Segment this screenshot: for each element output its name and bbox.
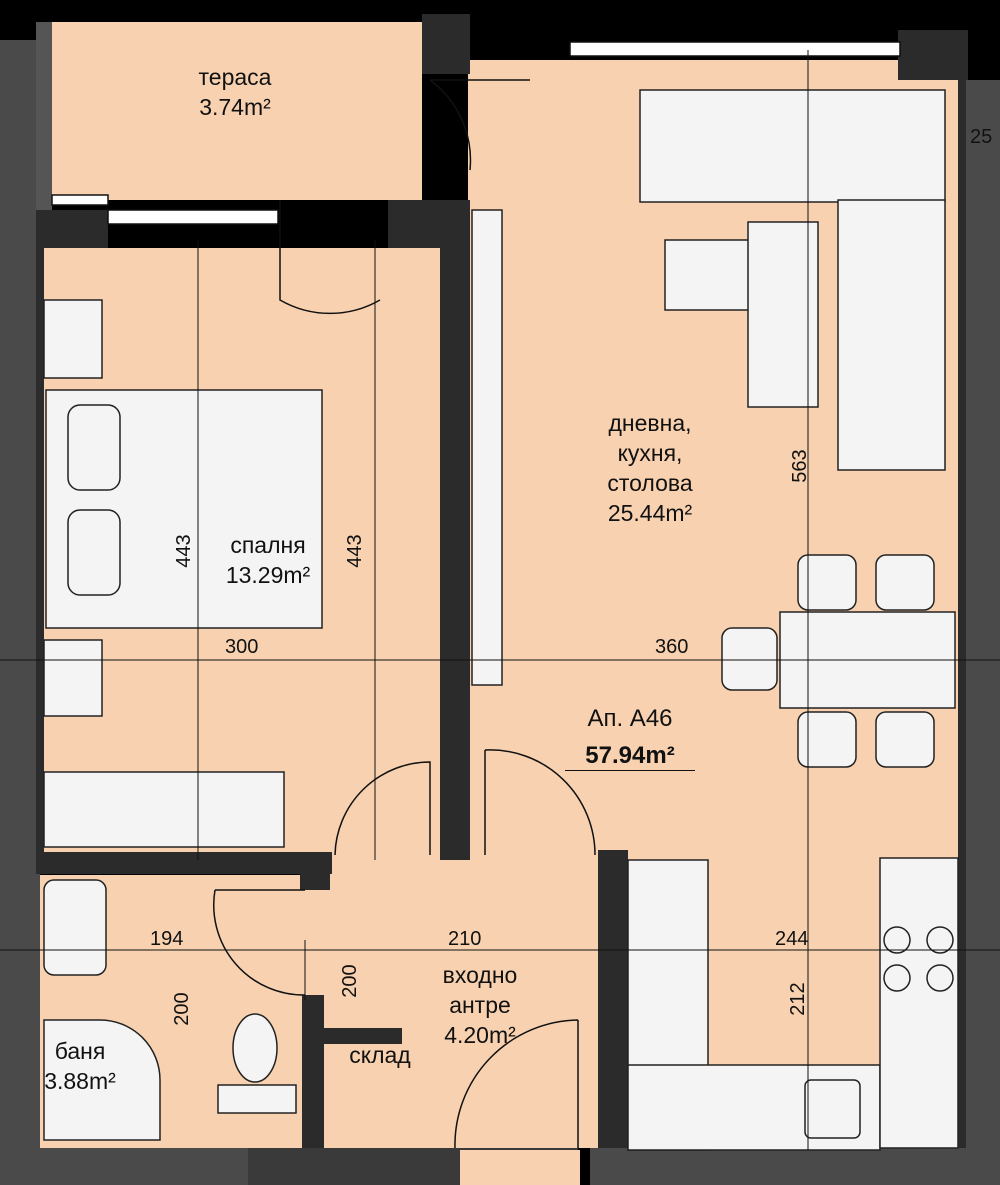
living-name-line3: столова — [607, 470, 693, 496]
entrance-door-gap — [460, 1150, 580, 1185]
door-bathroom — [212, 889, 306, 996]
chair-1 — [797, 554, 857, 611]
terrace-name: тераса — [198, 64, 272, 90]
living-name-line2: кухня, — [617, 440, 683, 466]
chair-3 — [797, 711, 857, 768]
dim-244: 244 — [775, 928, 809, 950]
chair-4 — [875, 711, 935, 768]
dim-200-left: 200 — [171, 992, 193, 1026]
hob-1 — [883, 926, 911, 954]
living-area: 25.44m² — [607, 500, 693, 526]
kitchen-counter-right — [879, 857, 959, 1149]
window-bedroom — [107, 209, 279, 225]
door-bedroom — [334, 761, 431, 856]
terrace-wall-right — [422, 14, 470, 74]
sofa-back — [639, 89, 946, 203]
partition-living-bedroom — [440, 200, 470, 860]
living-label: дневна, кухня, столова 25.44m² — [580, 408, 720, 528]
wall-kitchen-left — [598, 850, 628, 1150]
wall-bottom-left — [0, 1148, 248, 1185]
bathroom-name: баня — [54, 1038, 106, 1064]
apartment-total-area: 57.94m² — [565, 742, 695, 771]
wardrobe-living — [471, 209, 503, 686]
wall-bath-right — [300, 870, 330, 890]
dim-25: 25 — [970, 126, 993, 148]
dim-443-left: 443 — [173, 534, 195, 568]
chair-5 — [721, 627, 778, 691]
toilet-tank — [217, 1084, 297, 1114]
bathroom-area: 3.88m² — [44, 1068, 116, 1094]
wardrobe-bedroom — [43, 771, 285, 848]
dim-300: 300 — [225, 636, 259, 658]
shower-tray — [43, 1019, 161, 1141]
kitchen-sink — [804, 1079, 861, 1139]
entrance-name-line2: антре — [449, 992, 511, 1018]
wall-storage — [324, 1028, 402, 1044]
bedroom-name: спалня — [230, 532, 306, 558]
dim-563: 563 — [789, 449, 811, 483]
dim-360: 360 — [655, 636, 689, 658]
dim-194: 194 — [150, 928, 184, 950]
chair-2 — [875, 554, 935, 611]
dim-212: 212 — [787, 982, 809, 1016]
hob-2 — [926, 926, 954, 954]
door-entrance — [454, 1019, 579, 1149]
nightstand-2 — [43, 639, 103, 717]
sofa-side — [837, 199, 946, 471]
apartment-label: Ап. А46 — [587, 705, 673, 732]
wall-right-inner — [958, 80, 966, 1150]
dim-443-right: 443 — [344, 534, 366, 568]
window-terrace-bottom — [51, 194, 109, 206]
wall-top-right — [898, 30, 968, 80]
hob-4 — [926, 964, 954, 992]
wall-bath-divider — [302, 995, 324, 1150]
terrace-parapet-left — [36, 22, 52, 210]
walls — [0, 14, 1000, 1185]
terrace-area: 3.74m² — [199, 94, 271, 120]
dim-200-right: 200 — [339, 964, 361, 998]
door-terrace — [429, 79, 530, 171]
entrance-area: 4.20m² — [444, 1022, 516, 1048]
living-name-line1: дневна, — [608, 410, 692, 436]
doors — [212, 79, 596, 1149]
door-living — [484, 749, 596, 856]
tv-unit — [747, 221, 819, 408]
entrance-label: входно антре 4.20m² — [420, 960, 540, 1050]
bathroom-label: баня 3.88m² — [30, 1036, 130, 1096]
dim-210: 210 — [448, 928, 482, 950]
hob-3 — [883, 964, 911, 992]
bathroom-sink — [43, 879, 107, 976]
toilet — [232, 1013, 278, 1083]
pillow-2 — [67, 509, 121, 596]
pillow-1 — [67, 404, 121, 491]
entrance-name-line1: входно — [442, 962, 518, 988]
bedroom-area: 13.29m² — [225, 562, 311, 588]
wall-left-inner — [36, 248, 44, 860]
storage-label: склад — [349, 1042, 411, 1068]
wall-bedroom-top-left — [36, 210, 108, 248]
bedroom-label: спалня 13.29m² — [208, 530, 328, 590]
door-bedroom-terrace — [279, 200, 381, 315]
dimension-lines — [0, 50, 1000, 1150]
terrace-label: тераса 3.74m² — [185, 62, 285, 122]
windows — [51, 41, 901, 225]
nightstand-1 — [43, 299, 103, 379]
outer-wall-left — [0, 40, 40, 1150]
terrace-floor — [52, 22, 422, 200]
wall-bottom-right — [590, 1148, 1000, 1185]
outer-wall-right — [962, 80, 1000, 1150]
wall-bedroom-bottom — [36, 852, 332, 874]
window-living-top — [569, 41, 901, 57]
